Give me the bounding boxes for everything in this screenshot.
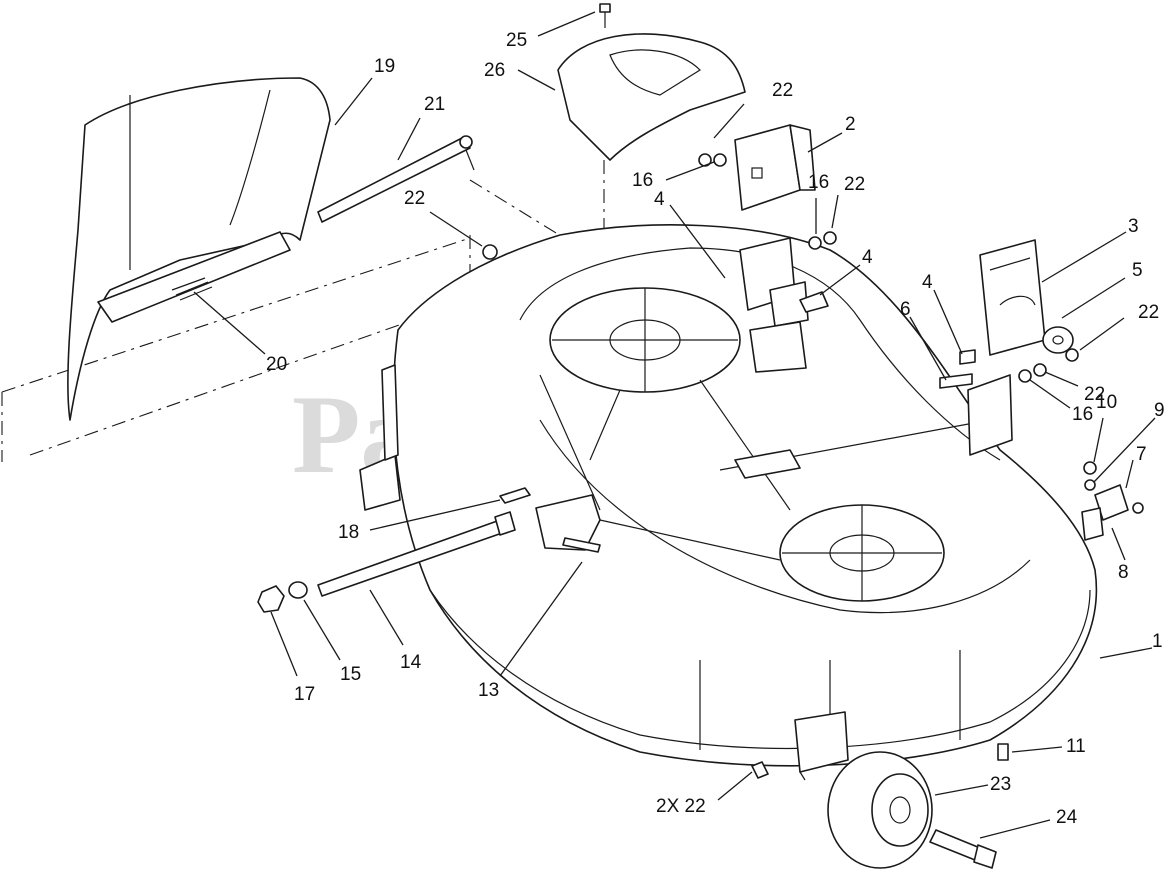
part-6-bolt — [939, 373, 973, 389]
callout-11: 11 — [1066, 736, 1086, 757]
callout-4-center: 4 — [862, 247, 873, 268]
part-16-washer-lower — [1018, 369, 1032, 383]
callout-16-center: 16 — [808, 172, 829, 193]
part-5-pulley-washer — [1042, 326, 1074, 354]
callout-24: 24 — [1056, 807, 1078, 828]
callout-14: 14 — [400, 652, 422, 673]
deck-spindle-left — [549, 287, 741, 393]
part-17-nut — [257, 585, 285, 613]
callout-labels: 1 2 3 4 4 4 5 6 7 8 9 10 11 13 14 15 16 … — [266, 30, 1165, 828]
part-21-chute-rod — [317, 135, 475, 223]
deck-idler-bracket — [749, 321, 807, 373]
part-13-pivot-bracket — [535, 494, 601, 553]
callout-22-center: 22 — [844, 174, 865, 195]
part-9-washer — [1084, 479, 1096, 491]
callout-4-left: 4 — [654, 189, 665, 210]
callout-26: 26 — [484, 60, 505, 81]
callout-10: 10 — [1096, 392, 1117, 413]
callout-6: 6 — [900, 299, 911, 320]
part-15-washer — [288, 581, 308, 599]
callout-17: 17 — [294, 684, 315, 705]
callout-22-lower: 22 — [1084, 384, 1105, 405]
callout-15: 15 — [340, 664, 361, 685]
part-20-chute-spring — [97, 231, 291, 323]
part-16-washer-top — [713, 153, 727, 167]
part-3-lower-plate — [967, 374, 1013, 456]
part-16-washer-right — [808, 236, 822, 250]
callout-8: 8 — [1118, 562, 1129, 583]
part-25-screw — [599, 3, 611, 28]
callout-20: 20 — [266, 354, 287, 375]
callout-7: 7 — [1136, 444, 1147, 465]
part-11-screw — [997, 743, 1009, 761]
part-24-wheel-bolt — [929, 829, 997, 869]
deck-left-skirt-tab — [381, 364, 399, 461]
callout-4-right: 4 — [922, 272, 933, 293]
callout-16-left: 16 — [632, 170, 653, 191]
callout-22-left: 22 — [404, 188, 425, 209]
part-19-discharge-chute — [67, 77, 331, 421]
deck-baffle-plate — [734, 449, 801, 479]
part-14-adjustment-rod — [317, 511, 516, 597]
deck-spindle-right — [779, 504, 945, 602]
callout-16-right: 16 — [1072, 404, 1093, 425]
callout-19: 19 — [374, 56, 395, 77]
part-4-bracket-center — [739, 237, 809, 327]
callout-1: 1 — [1152, 631, 1163, 652]
callout-5: 5 — [1132, 260, 1143, 281]
part-22-nut-right — [823, 231, 837, 245]
callout-18: 18 — [338, 522, 359, 543]
callout-2: 2 — [845, 114, 856, 135]
part-18-hairpin — [499, 487, 531, 504]
assembly-line-chute — [1, 237, 471, 462]
part-22-nut-lower — [1033, 363, 1047, 377]
callout-13: 13 — [478, 680, 499, 701]
leader-lines — [193, 11, 1156, 839]
deck-wheel-bracket — [794, 711, 849, 781]
callout-22-top: 22 — [772, 80, 793, 101]
part-2-bracket — [734, 124, 816, 211]
part-22-nut-far-right — [1065, 348, 1079, 362]
callout-21: 21 — [424, 94, 445, 115]
part-7-grease-fitting — [1081, 484, 1144, 541]
part-4-small-bolt — [959, 349, 976, 365]
part-22-nut-left — [482, 244, 498, 260]
callout-23: 23 — [990, 774, 1011, 795]
part-10-nut — [1083, 461, 1097, 475]
callout-25: 25 — [506, 30, 527, 51]
deck-ribs — [539, 374, 991, 561]
part-3-bracket — [979, 239, 1046, 356]
part-22-wheel-nut — [751, 761, 769, 779]
callout-3: 3 — [1128, 216, 1139, 237]
callout-2x-22: 2X 22 — [656, 796, 706, 817]
callout-9: 9 — [1154, 400, 1165, 421]
part-23-deck-wheel — [827, 751, 933, 869]
deck-side-bracket — [359, 454, 401, 511]
part-26-belt-cover — [557, 33, 746, 161]
callout-22-far-right: 22 — [1138, 302, 1159, 323]
part-4-bolt — [799, 291, 829, 313]
